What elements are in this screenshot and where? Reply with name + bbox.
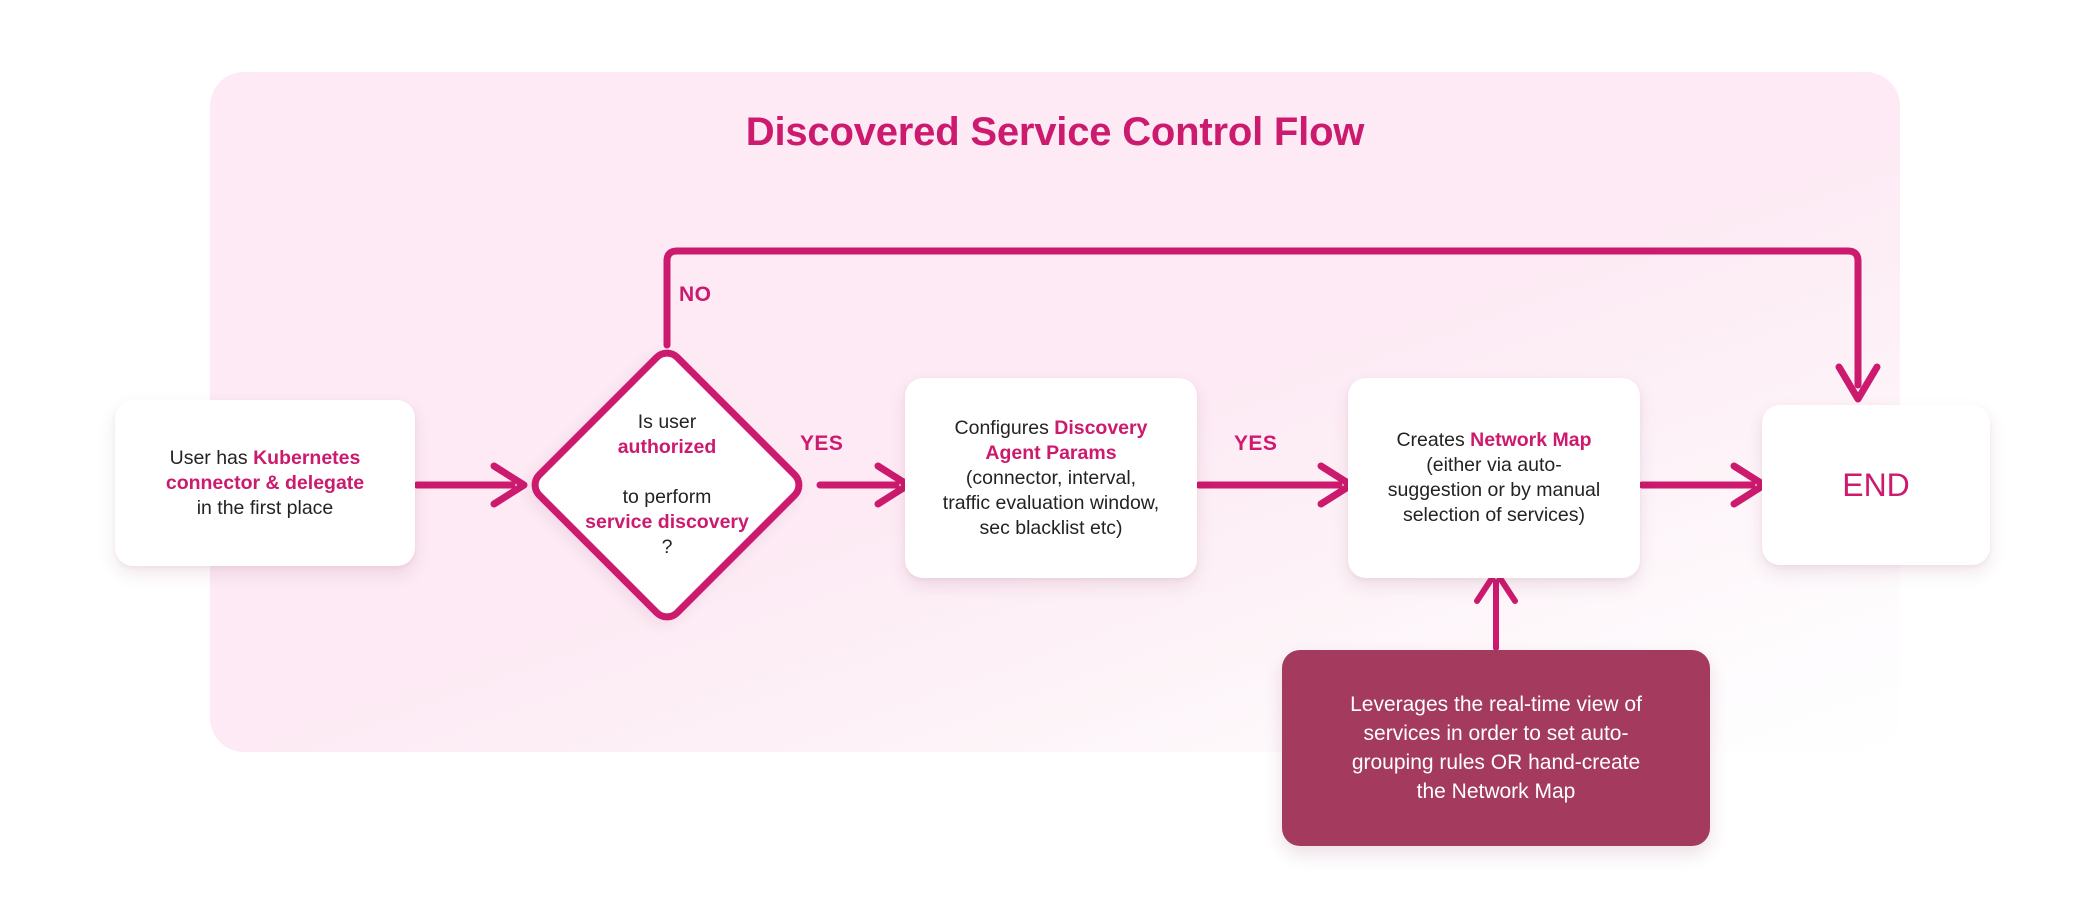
page-title: Discovered Service Control Flow xyxy=(745,110,1365,154)
edge-label-yes-1: YES xyxy=(800,432,844,455)
edge-label-yes-2: YES xyxy=(1234,432,1278,455)
node-end[interactable]: END xyxy=(1762,405,1990,565)
node-network-map[interactable]: Creates Network Map(either via auto-sugg… xyxy=(1348,378,1640,578)
node-network-map-label: Creates Network Map(either via auto-sugg… xyxy=(1387,429,1601,526)
edge-label-no: NO xyxy=(679,283,712,306)
node-end-label: END xyxy=(1842,467,1910,503)
